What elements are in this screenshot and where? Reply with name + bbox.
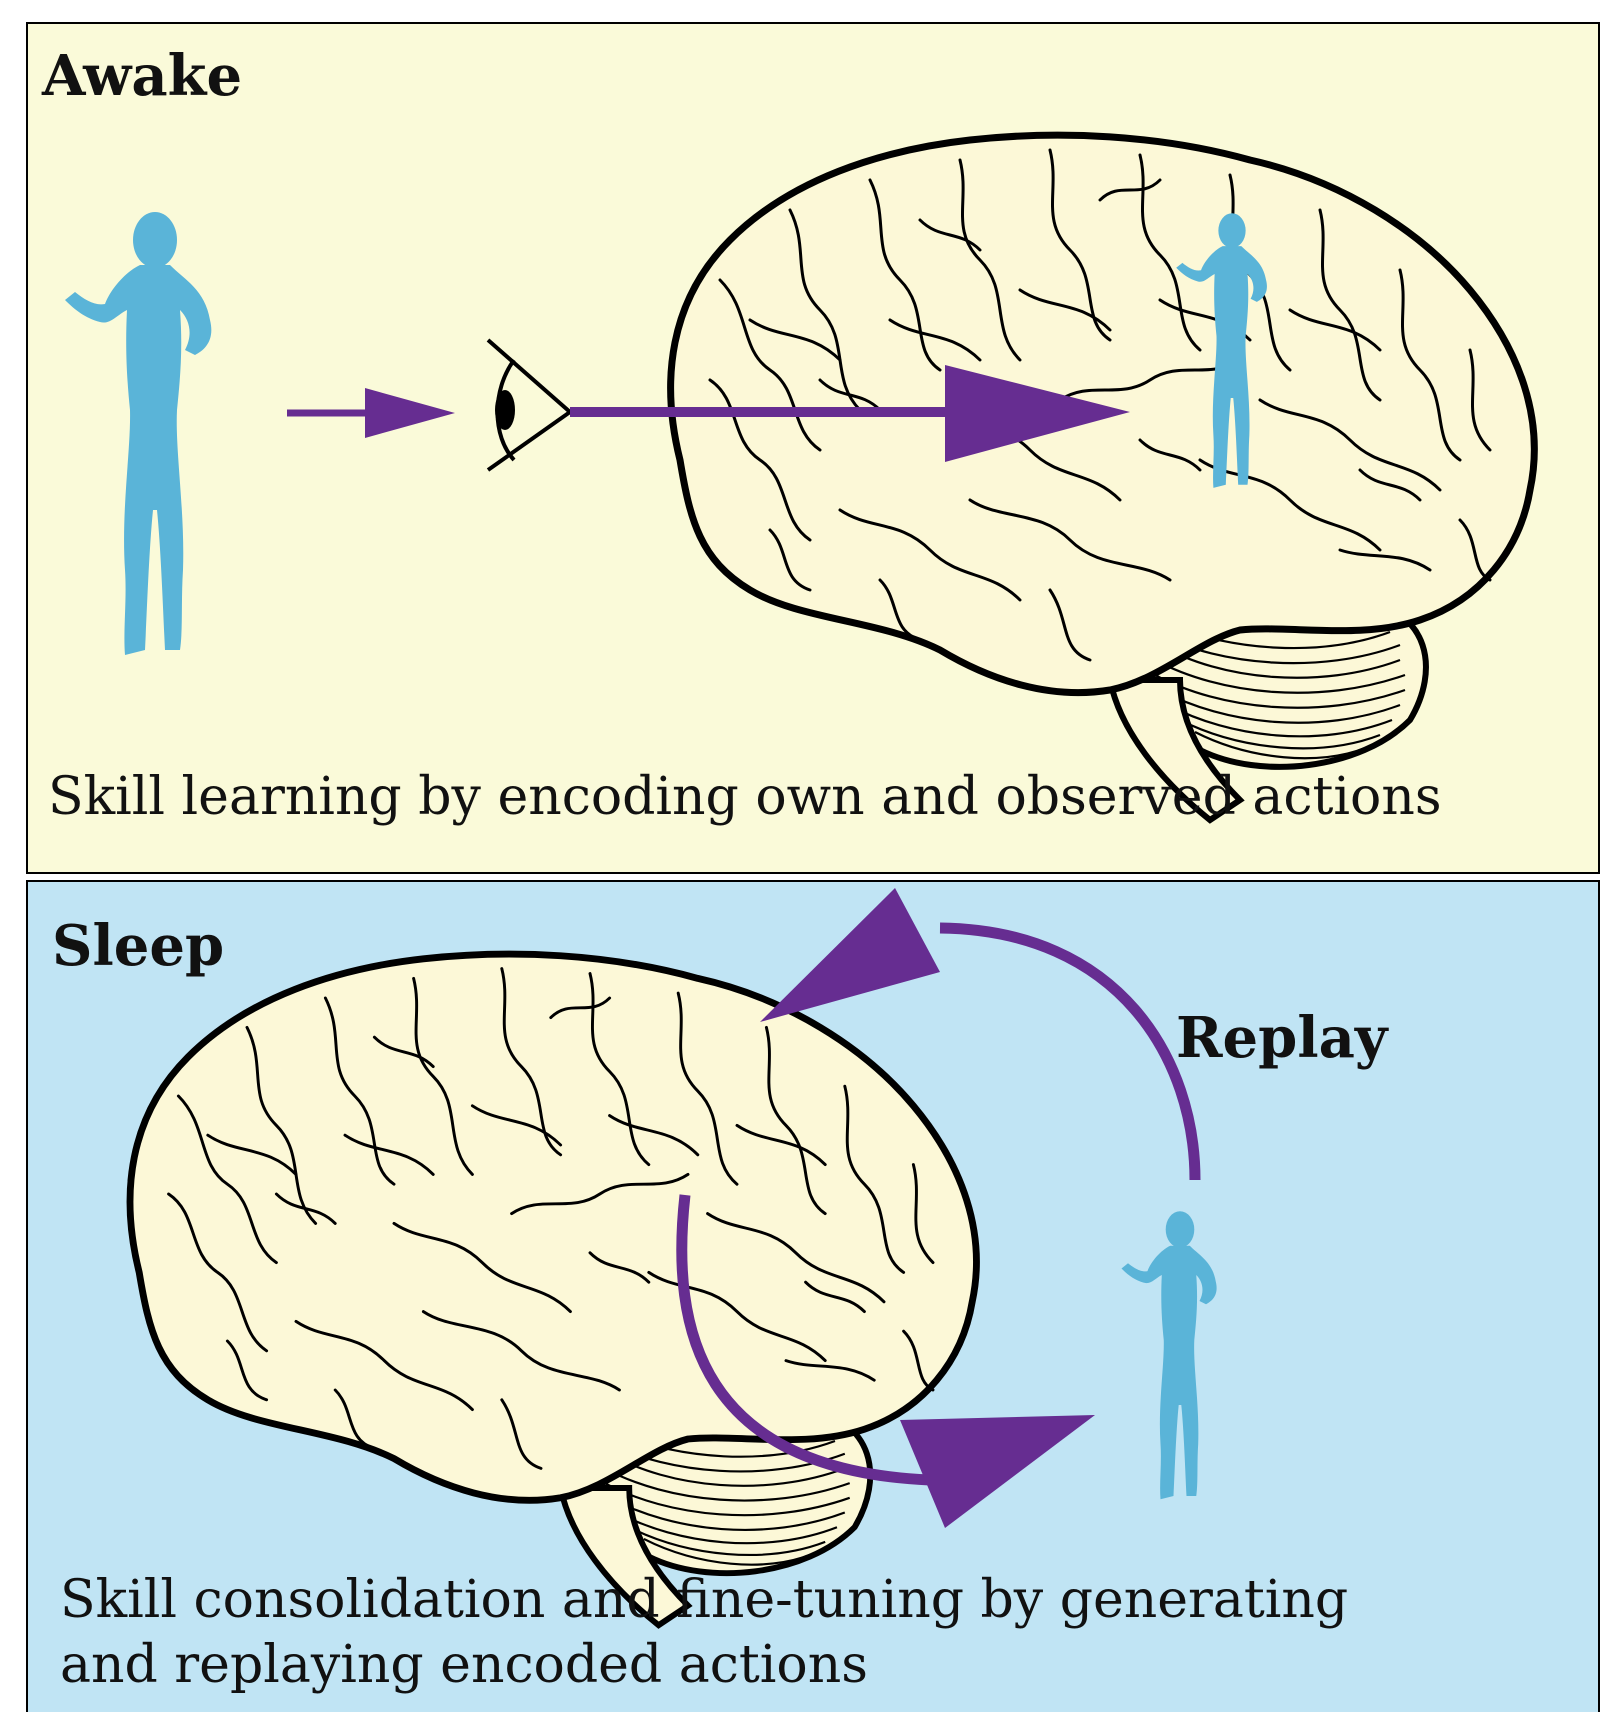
replay-label: Replay: [1176, 1010, 1387, 1066]
sleep-caption: Skill consolidation and fine-tuning by g…: [60, 1568, 1348, 1698]
sleep-caption-line1: Skill consolidation and fine-tuning by g…: [60, 1568, 1348, 1633]
awake-panel-text: Awake: [26, 22, 1600, 874]
awake-label: Awake: [42, 48, 242, 104]
sleep-caption-line2: and replaying encoded actions: [60, 1633, 1348, 1698]
sleep-label: Sleep: [52, 918, 224, 974]
awake-caption: Skill learning by encoding own and obser…: [48, 765, 1442, 830]
